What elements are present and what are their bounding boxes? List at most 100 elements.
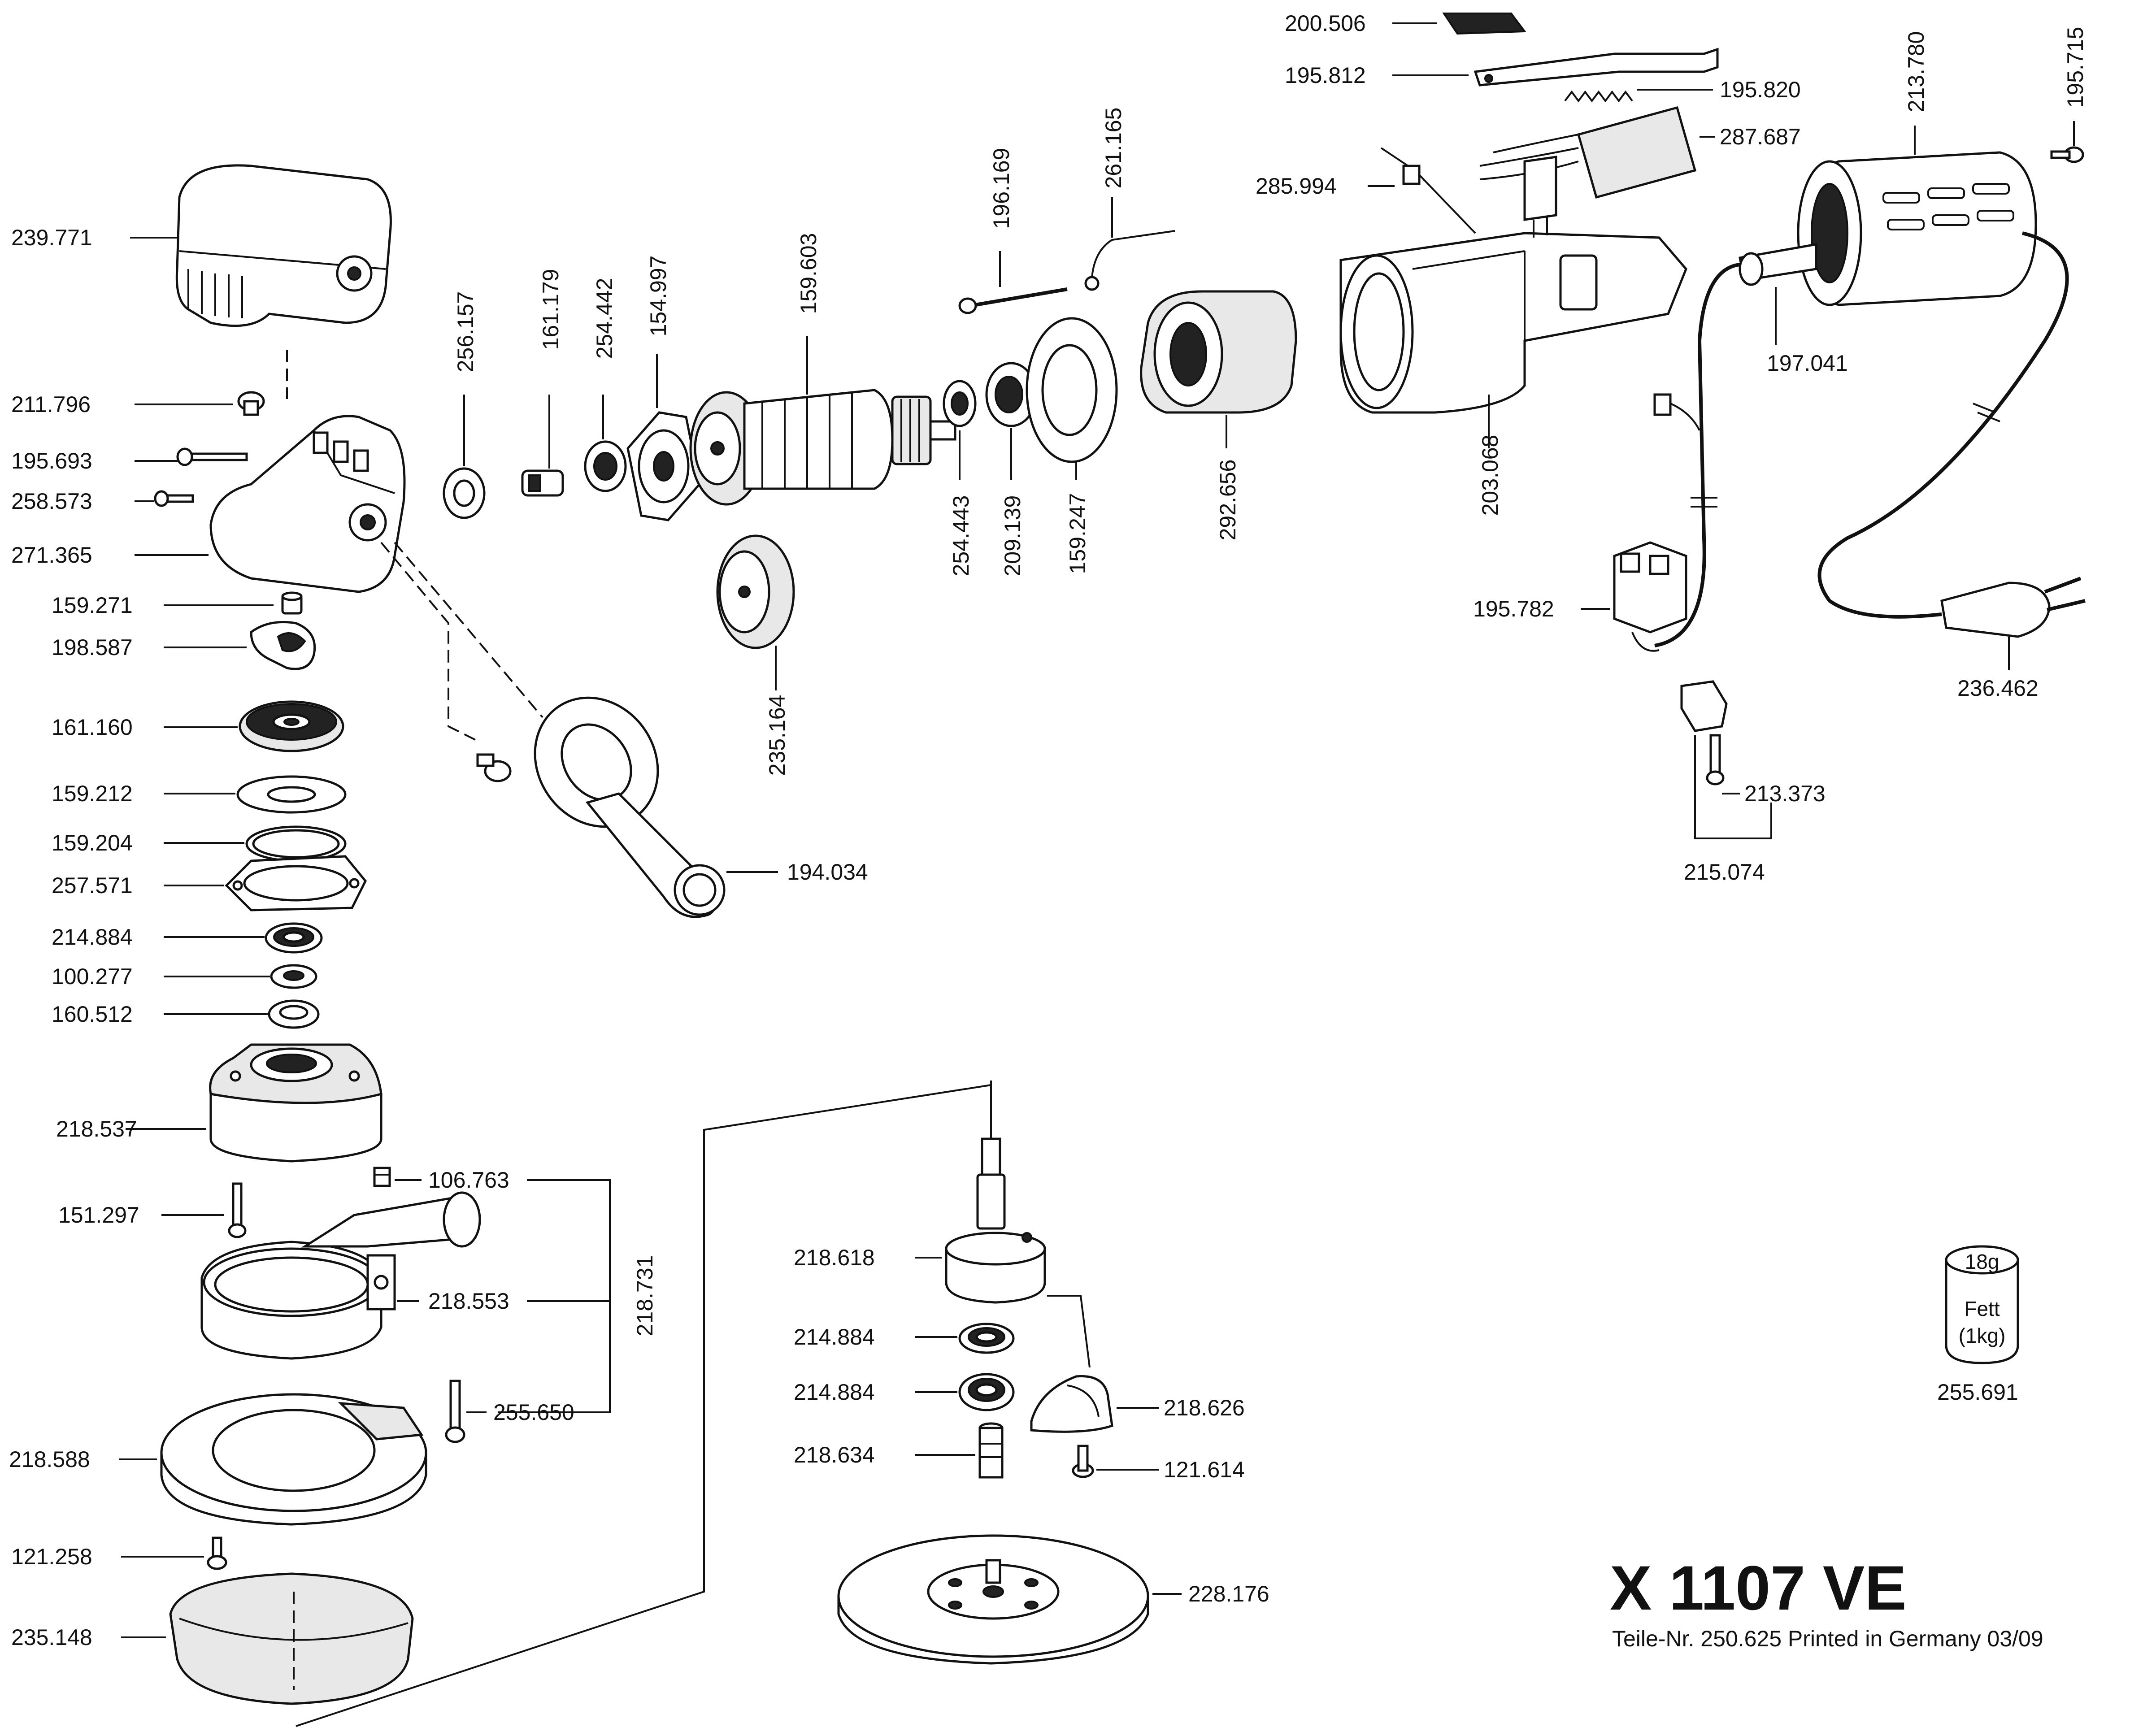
bearing-flange-part: [626, 411, 701, 521]
screw-151297-part: [228, 1182, 247, 1238]
seal-256157-part: [443, 467, 486, 519]
retaining-ring-part: [245, 825, 347, 862]
spring-part: [1564, 90, 1633, 103]
eccentric-hub-part: [945, 1137, 1046, 1304]
long-screw-part: [176, 447, 248, 466]
label-218634: 218.634: [794, 1442, 875, 1467]
label-287687: 287.687: [1720, 124, 1801, 149]
screw-196169-part: [958, 287, 1068, 314]
nut-part: [270, 964, 317, 989]
wire-261165-part: [1084, 230, 1175, 291]
label-160512: 160.512: [52, 1002, 133, 1027]
label-236462: 236.462: [1957, 676, 2039, 701]
base-plate-part: [160, 1393, 427, 1526]
label-218731: 218.731: [632, 1255, 657, 1337]
label-121258: 121.258: [11, 1544, 92, 1569]
label-198587: 198.587: [52, 635, 133, 660]
bearing-holder-part: [985, 362, 1037, 427]
dust-collar-part: [200, 1191, 481, 1360]
screw-195715-part: [2050, 146, 2084, 163]
stator-part: [1140, 290, 1297, 414]
sleeve-106763-part: [373, 1167, 391, 1187]
label-254442: 254.442: [592, 278, 617, 359]
label-239771: 239.771: [11, 225, 92, 250]
washer-part: [236, 775, 347, 814]
label-213780: 213.780: [1904, 31, 1929, 113]
label-159204: 159.204: [52, 830, 133, 855]
screw-121614-part: [1072, 1445, 1094, 1478]
label-218618: 218.618: [794, 1245, 875, 1270]
label-100277: 100.277: [52, 964, 133, 989]
label-159247: 159.247: [1065, 493, 1090, 574]
label-218553: 218.553: [428, 1289, 509, 1314]
label-121614: 121.614: [1164, 1457, 1245, 1482]
label-218537: 218.537: [56, 1116, 137, 1141]
label-256157: 256.157: [453, 291, 478, 373]
label-235164: 235.164: [765, 695, 790, 776]
label-197041: 197.041: [1767, 351, 1848, 376]
label-196169: 196.169: [989, 148, 1014, 229]
bevel-gear-part: [239, 700, 344, 752]
backing-pad-part: [837, 1534, 1149, 1665]
label-271365: 271.365: [11, 542, 92, 568]
screw-121258-part: [207, 1536, 227, 1570]
label-209139: 209.139: [1000, 495, 1025, 577]
side-handle-part: [534, 696, 726, 918]
bearing-254442-part: [584, 440, 627, 492]
label-228176: 228.176: [1188, 1581, 1269, 1606]
label-159271: 159.271: [52, 593, 133, 618]
label-213373: 213.373: [1744, 781, 1826, 806]
seal-ring-part: [268, 999, 320, 1029]
label-106763: 106.763: [428, 1167, 509, 1193]
gear-cover-part: [175, 164, 392, 327]
label-218626: 218.626: [1164, 1395, 1245, 1420]
label-195693: 195.693: [11, 448, 92, 473]
switch-195782-part: [1613, 541, 1687, 652]
label-214884c: 214.884: [794, 1380, 875, 1405]
bearing-housing-part: [209, 1043, 383, 1163]
label-195715: 195.715: [2063, 27, 2088, 108]
grease-name: Fett: [1964, 1297, 2000, 1320]
label-258573: 258.573: [11, 489, 92, 514]
label-195812: 195.812: [1285, 63, 1366, 88]
label-285994: 285.994: [1256, 174, 1337, 199]
model-title: X 1107 VE: [1610, 1553, 1907, 1623]
small-screw-part: [154, 490, 194, 507]
switch-button-part: [1442, 13, 1526, 35]
mains-plug-part: [1940, 577, 2086, 638]
label-195782: 195.782: [1473, 596, 1554, 621]
label-257571: 257.571: [52, 873, 133, 898]
label-200506: 200.506: [1285, 11, 1366, 36]
bracket-215074: [1694, 735, 1772, 839]
label-255650: 255.650: [493, 1400, 574, 1425]
label-159603: 159.603: [796, 233, 821, 314]
motor-housing-part: [1339, 232, 1687, 414]
screw-255650-part: [445, 1380, 465, 1443]
pinion-part: [250, 621, 316, 670]
label-151297: 151.297: [58, 1202, 139, 1228]
washer-159247-part: [1026, 317, 1118, 463]
armature-part: [689, 389, 956, 506]
label-203068: 203.068: [1478, 435, 1503, 516]
label-292656: 292.656: [1215, 460, 1240, 541]
label-161179: 161.179: [538, 269, 563, 350]
grease-can: 18g Fett (1kg): [1945, 1245, 2019, 1364]
label-161160: 161.160: [52, 715, 133, 740]
label-195820: 195.820: [1720, 77, 1801, 102]
cable-clamp-part: [1680, 680, 1728, 786]
gasket-part: [225, 855, 367, 911]
motor-cover-part: [1797, 151, 2037, 306]
ball-bearing-part: [265, 922, 323, 954]
terminal-285994-part: [1380, 147, 1421, 185]
label-154997: 154.997: [646, 256, 671, 337]
screw-part: [237, 391, 265, 416]
brush-skirt-part: [169, 1572, 414, 1705]
bracket-218731: [498, 1179, 611, 1413]
spindle-161179-part: [521, 469, 564, 497]
label-215074: 215.074: [1684, 859, 1765, 885]
electronics-module-part: [1479, 106, 1697, 238]
label-159212: 159.212: [52, 781, 133, 806]
grease-pack: (1kg): [1959, 1324, 2006, 1347]
label-218588: 218.588: [9, 1447, 90, 1472]
